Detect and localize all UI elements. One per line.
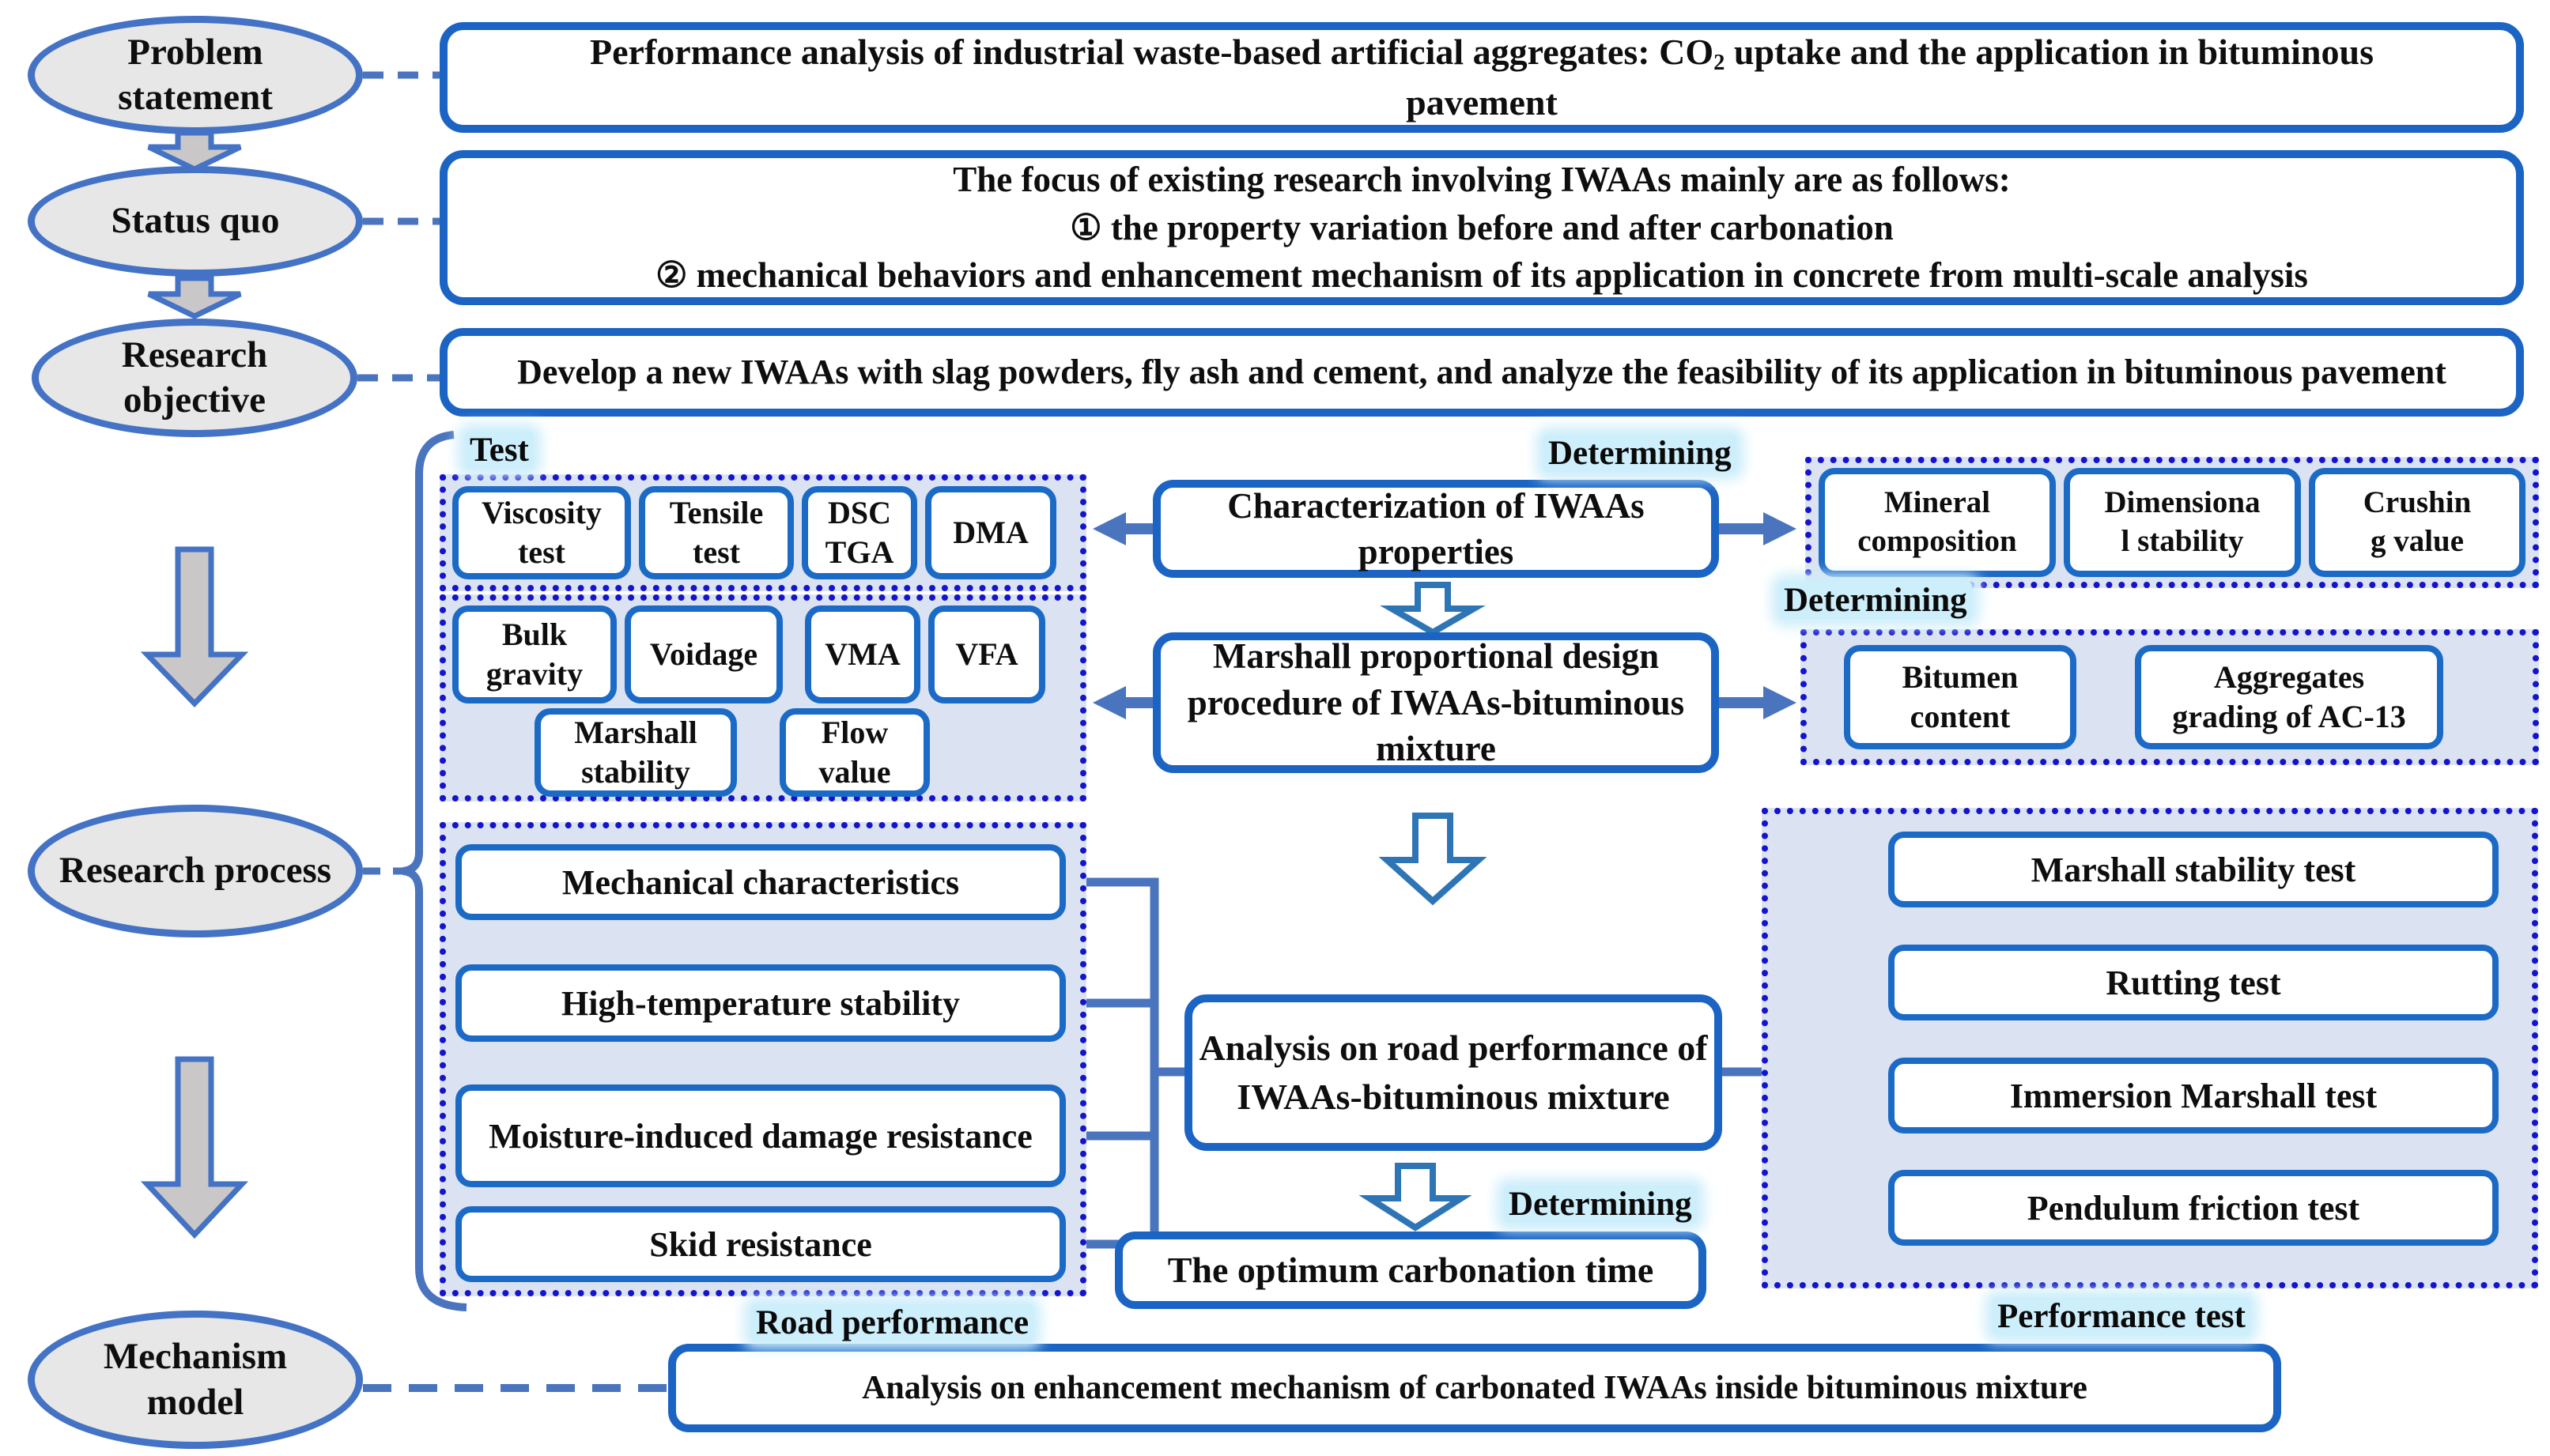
problem-statement-text: Performance analysis of industrial waste… <box>590 31 2374 123</box>
road-performance-label: Road performance <box>751 1304 1034 1342</box>
status-line: ① the property variation before and afte… <box>1070 207 1894 247</box>
oval-label: Research objective <box>121 334 268 421</box>
marshall-design-box: Marshall proportional design procedure o… <box>1153 632 1719 773</box>
performance-item: Rutting test <box>1888 945 2499 1020</box>
bitumen-item: Bitumen content <box>1844 645 2076 749</box>
long-down-arrow-icon <box>140 546 249 708</box>
objective-text: Develop a new IWAAs with slag powders, f… <box>517 353 2446 392</box>
performance-item: Pendulum friction test <box>1888 1170 2499 1246</box>
hollow-down-arrow-icon <box>1380 582 1486 636</box>
test-item: Viscosity test <box>452 486 631 579</box>
status-line: The focus of existing research involving… <box>953 159 2011 199</box>
mix-index-item: Marshall stability <box>535 708 737 797</box>
mechanism-analysis-text: Analysis on enhancement mechanism of car… <box>862 1369 2087 1406</box>
bracket-connector <box>1064 877 1192 1249</box>
down-arrow-icon <box>147 275 242 319</box>
test-item: DSC TGA <box>802 486 917 579</box>
status-line: ② mechanical behaviors and enhancement m… <box>655 255 2308 296</box>
mineral-item: Dimensiona l stability <box>2064 468 2301 577</box>
optimum-box: The optimum carbonation time <box>1115 1232 1706 1309</box>
mineral-item: Crushin g value <box>2309 468 2525 577</box>
left-arrow-icon <box>1093 512 1154 545</box>
oval-label: Mechanism model <box>103 1336 288 1423</box>
determining-label: Determining <box>1779 582 1972 620</box>
oval-label: Status quo <box>111 200 280 242</box>
mechanism-analysis-box: Analysis on enhancement mechanism of car… <box>668 1344 2281 1432</box>
left-arrow-icon <box>1093 686 1154 719</box>
characterization-text: Characterization of IWAAs properties <box>1227 485 1645 572</box>
performance-item: Immersion Marshall test <box>1888 1058 2499 1133</box>
optimum-text: The optimum carbonation time <box>1167 1249 1654 1290</box>
marshall-design-text: Marshall proportional design procedure o… <box>1187 636 1685 769</box>
mix-index-item: VFA <box>928 605 1045 703</box>
long-down-arrow-icon <box>140 1056 249 1239</box>
oval-research-objective: Research objective <box>32 319 357 437</box>
performance-item: Marshall stability test <box>1888 832 2499 907</box>
oval-label: Research process <box>59 850 332 892</box>
test-item: Tensile test <box>639 486 794 579</box>
road-item: Mechanical characteristics <box>455 844 1066 920</box>
mix-index-item: Bulk gravity <box>452 605 617 703</box>
status-quo-box: The focus of existing research involving… <box>440 150 2524 305</box>
mix-index-item: Voidage <box>625 605 783 703</box>
mix-index-item: VMA <box>805 605 920 703</box>
brace-icon <box>402 431 467 1311</box>
performance-test-label: Performance test <box>1993 1298 2250 1336</box>
oval-research-process: Research process <box>28 805 363 937</box>
analysis-box: Analysis on road performance of IWAAs-bi… <box>1184 994 1722 1151</box>
bitumen-item: Aggregates grading of AC-13 <box>2135 645 2443 749</box>
hollow-down-arrow-icon <box>1358 1163 1472 1232</box>
right-arrow-icon <box>1717 686 1796 719</box>
hollow-down-arrow-icon <box>1378 813 1487 906</box>
road-item: Moisture-induced damage resistance <box>455 1084 1066 1187</box>
test-item: DMA <box>925 486 1056 579</box>
determining-label: Determining <box>1504 1186 1697 1224</box>
research-objective-box: Develop a new IWAAs with slag powders, f… <box>440 328 2524 417</box>
oval-mechanism-model: Mechanism model <box>28 1311 363 1449</box>
oval-status-quo: Status quo <box>28 166 363 277</box>
problem-statement-box: Performance analysis of industrial waste… <box>440 22 2524 133</box>
road-item: High-temperature stability <box>455 964 1066 1042</box>
road-item: Skid resistance <box>455 1206 1066 1282</box>
test-label: Test <box>465 432 534 470</box>
subscript: 2 <box>1713 50 1725 75</box>
mineral-item: Mineral composition <box>1819 468 2056 577</box>
mix-index-item: Flow value <box>780 708 930 797</box>
characterization-box: Characterization of IWAAs properties <box>1153 480 1719 578</box>
analysis-text: Analysis on road performance of IWAAs-bi… <box>1199 1027 1708 1117</box>
right-arrow-icon <box>1717 512 1796 545</box>
determining-label: Determining <box>1543 435 1736 473</box>
down-arrow-icon <box>147 130 242 172</box>
oval-problem-statement: Problem statement <box>28 16 363 134</box>
oval-label: Problem statement <box>118 31 273 118</box>
